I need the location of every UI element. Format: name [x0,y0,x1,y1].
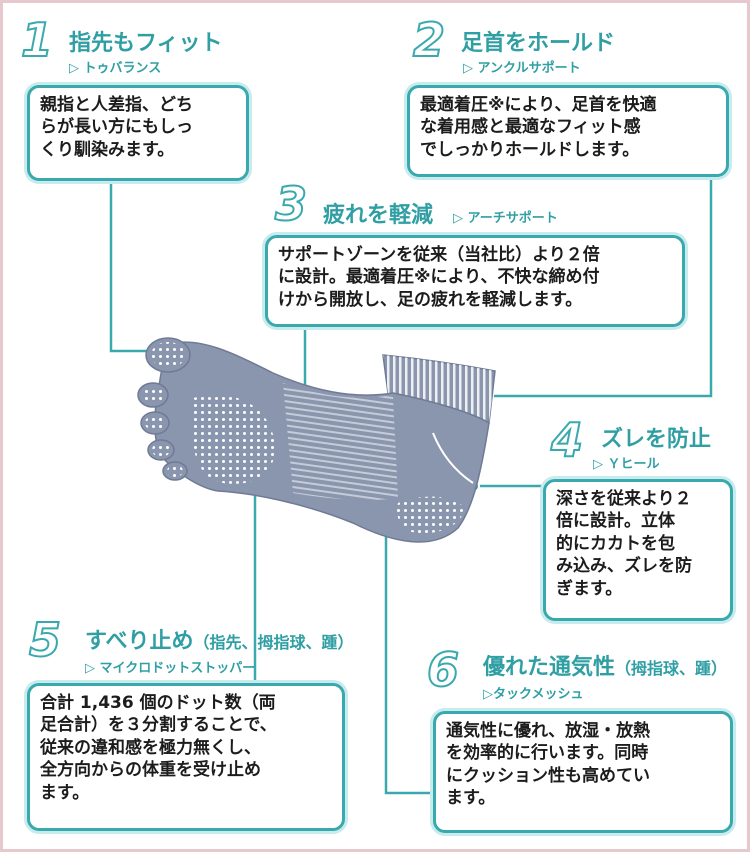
feature-3-title: 疲れを軽減 [323,202,434,228]
feature-3-description: サポートゾーンを従来（当社比）より２倍 に設計。最適着圧※により、不快な締め付 … [265,235,685,327]
feature-6-number: 6 [426,643,460,697]
feature-1-number: 1 [20,13,54,67]
feature-1-title: 指先もフィット [69,30,223,56]
feature-2-title: 足首をホールド [461,30,616,56]
feature-5-title-wrap: すべり止め（指先、拇指球、踵） [85,623,353,655]
feature-5-text: 合計 1,436 個のドット数（両 足合計）を３分割することで、 従来の違和感を… [40,693,277,803]
feature-4-description: 深さを従来より２ 倍に設計。立体 的にカカトを包 み込み、ズレを防 ぎます。 [543,479,733,621]
feature-4-text: 深さを従来より２ 倍に設計。立体 的にカカトを包 み込み、ズレを防 ぎます。 [556,489,692,599]
feature-6-title-paren: （拇指球、踵） [615,659,728,678]
feature-5-title: すべり止め [85,628,194,654]
feature-6-description: 通気性に優れ、放湿・放熱 を効率的に行います。同時 にクッション性も高めてい ま… [433,711,733,833]
feature-5-title-paren: （指先、拇指球、踵） [193,633,354,652]
feature-6-title: 優れた通気性 [483,654,616,680]
feature-2-number: 2 [412,13,446,67]
feature-1-text: 親指と人差指、どち らが長い方にもしっ くり馴染みます。 [40,95,193,160]
feature-3-text: サポートゾーンを従来（当社比）より２倍 に設計。最適着圧※により、不快な締め付 … [278,245,600,310]
feature-4-subtitle: ▷ Ｙヒール [593,457,660,472]
feature-1-description: 親指と人差指、どち らが長い方にもしっ くり馴染みます。 [27,85,249,181]
feature-5-subtitle: ▷ マイクロドットストッパー [85,661,256,676]
feature-5-number: 5 [28,613,62,667]
feature-2-description: 最適着圧※により、足首を快適 な着用感と最適なフィット感 でしっかりホールドしま… [407,85,729,177]
feature-2-text: 最適着圧※により、足首を快適 な着用感と最適なフィット感 でしっかりホールドしま… [420,95,657,160]
feature-4-title: ズレを防止 [601,426,712,452]
feature-3-subtitle: ▷ アーチサポート [453,211,558,226]
feature-4-number: 4 [550,413,584,467]
five-toe-sock-illustration [137,337,496,543]
feature-5-description: 合計 1,436 個のドット数（両 足合計）を３分割することで、 従来の違和感を… [27,683,345,831]
feature-6-text: 通気性に優れ、放湿・放熱 を効率的に行います。同時 にクッション性も高めてい ま… [446,721,651,809]
feature-6-title-wrap: 優れた通気性（拇指球、踵） [483,649,727,681]
feature-1-subtitle: ▷ トゥバランス [69,61,162,76]
feature-2-subtitle: ▷ アンクルサポート [463,61,581,76]
feature-3-number: 3 [274,177,308,231]
feature-6-subtitle: ▷タックメッシュ [483,687,584,702]
